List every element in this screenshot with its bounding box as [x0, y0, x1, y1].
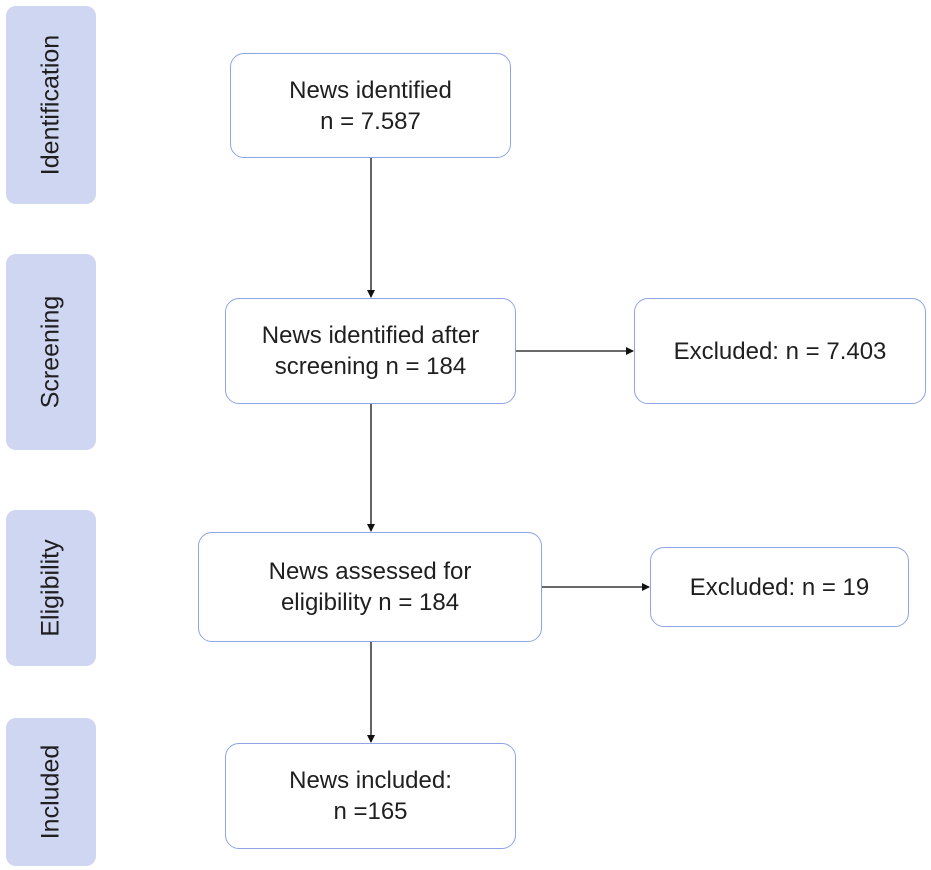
box-excluded-screening-text: Excluded: n = 7.403: [673, 337, 887, 365]
box-news-screened-text: News identified after screening n = 184: [261, 322, 480, 380]
box-news-screened: News identified after screening n = 184: [225, 298, 516, 404]
box-excluded-eligibility: Excluded: n = 19: [650, 547, 909, 627]
box-news-identified-text: News identified n = 7.587: [289, 76, 452, 135]
box-news-identified: News identified n = 7.587: [230, 53, 511, 158]
box-news-included: News included: n =165: [225, 743, 516, 849]
box-news-included-text: News included: n =165: [289, 767, 452, 825]
box-news-assessed-text: News assessed for eligibility n = 184: [268, 558, 472, 616]
box-excluded-eligibility-text: Excluded: n = 19: [689, 573, 870, 601]
stage-identification: Identification: [6, 6, 96, 204]
box-news-assessed: News assessed for eligibility n = 184: [198, 532, 542, 642]
stage-included: Included: [6, 718, 96, 866]
box-excluded-screening: Excluded: n = 7.403: [634, 298, 926, 404]
stage-screening: Screening: [6, 254, 96, 450]
stage-eligibility: Eligibility: [6, 510, 96, 666]
